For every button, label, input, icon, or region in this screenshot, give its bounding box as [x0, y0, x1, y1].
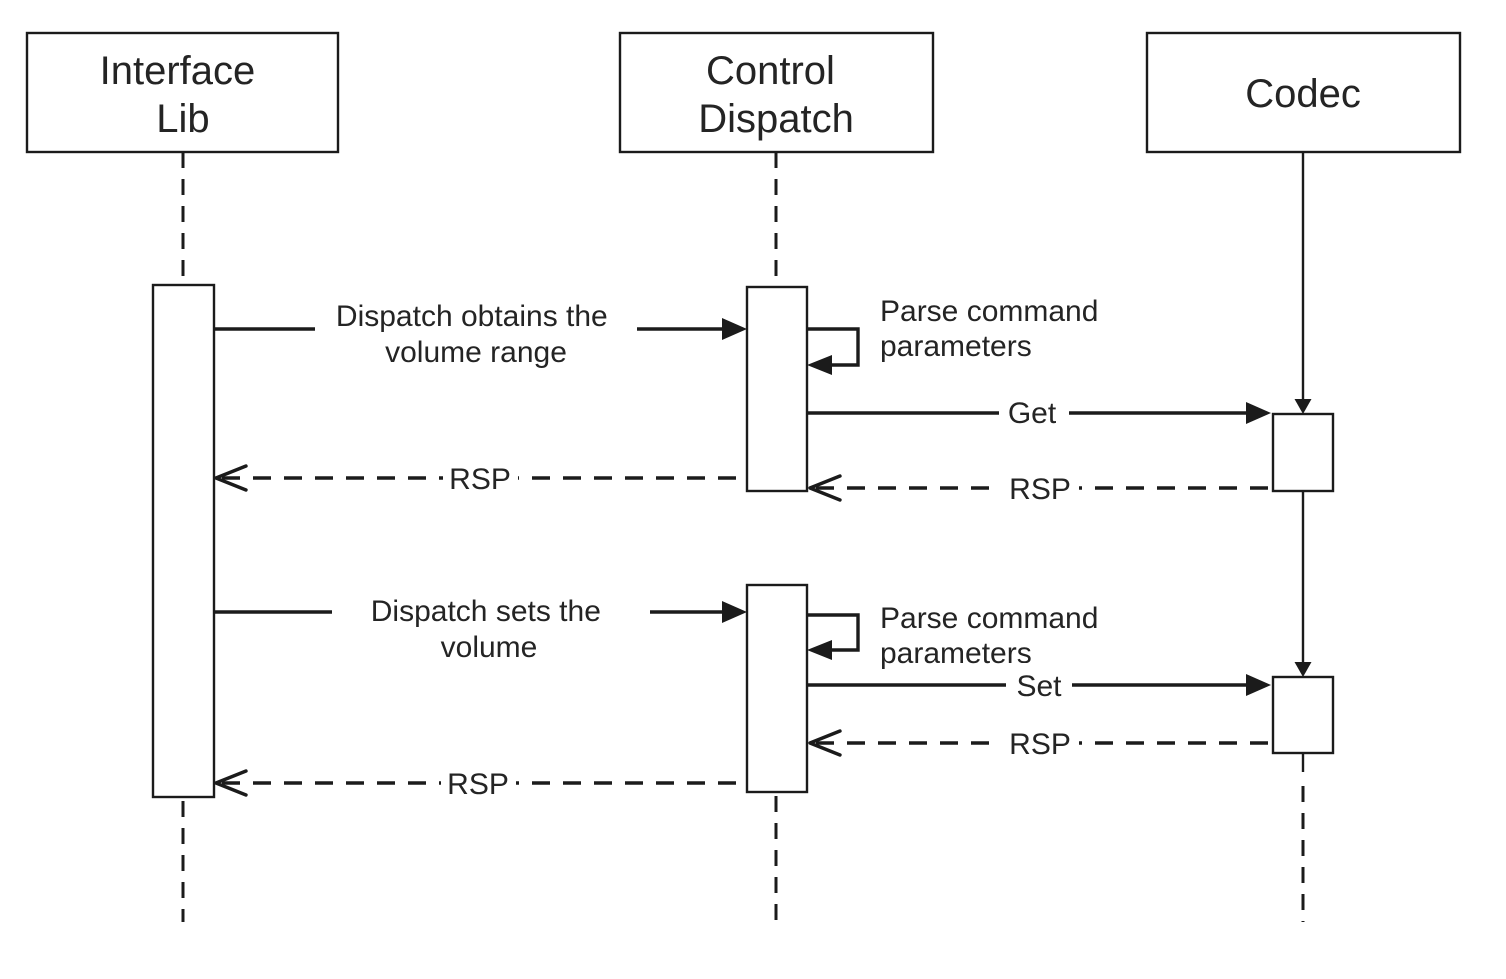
- message-label-rsp-get-lib: RSP: [449, 463, 511, 496]
- message-label-parse-command-2: Parse command parameters: [880, 602, 1107, 670]
- actor-label-control-dispatch-line2: Dispatch: [698, 97, 854, 141]
- message-arrowhead-set-volume: [722, 601, 747, 623]
- message-label-parse-command-1: Parse command parameters: [880, 295, 1107, 363]
- message-set-volume: Dispatch sets the volume: [214, 588, 747, 666]
- message-label-get: Get: [1008, 397, 1057, 430]
- label-mask-get-volume-range: [315, 294, 637, 370]
- actor-codec: Codec: [1145, 31, 1462, 154]
- label-mask-rsp-set-lib: [441, 765, 516, 801]
- activation-codec-2: [1271, 675, 1335, 755]
- actor-control-dispatch: Control Dispatch: [618, 31, 935, 154]
- message-label-get-volume-range-line1: Dispatch obtains the: [336, 300, 608, 333]
- actor-box-interface-lib: [25, 31, 340, 154]
- actor-label-codec: Codec: [1245, 72, 1361, 116]
- activation-codec-1: [1271, 412, 1335, 493]
- message-label-set: Set: [1016, 670, 1062, 703]
- message-label-set-volume-line2: volume: [441, 631, 538, 664]
- message-arrowhead-rsp-get-codec: [808, 474, 842, 502]
- actor-label-interface-lib: Interface Lib: [100, 49, 267, 141]
- message-arrowhead-set: [1246, 674, 1271, 696]
- actor-label-control-dispatch: Control Dispatch: [698, 49, 854, 141]
- message-get-volume-range: Dispatch obtains the volume range: [214, 294, 747, 370]
- message-rsp-set-codec: RSP: [808, 725, 1273, 761]
- message-label-parse-command-1-line2: parameters: [880, 330, 1032, 363]
- message-label-parse-command-1-line1: Parse command: [880, 295, 1098, 328]
- codec-lifeline-down-arrowhead-2: [1294, 662, 1312, 677]
- message-label-get-volume-range-line2: volume range: [385, 336, 567, 369]
- codec-lifeline-down-arrowhead-1: [1294, 399, 1312, 414]
- activation-control-dispatch-2: [745, 583, 809, 794]
- message-arrowhead-rsp-get-lib: [214, 464, 248, 492]
- message-arrowhead-get-volume-range: [722, 318, 747, 340]
- activations: [151, 283, 1335, 799]
- message-label-set-volume: Dispatch sets the volume: [371, 595, 609, 664]
- lifelines: [181, 152, 1312, 922]
- message-label-rsp-set-lib: RSP: [447, 768, 509, 801]
- label-mask-rsp-get-lib: [443, 460, 518, 496]
- self-loop-line-parse-command-2: [807, 613, 860, 652]
- label-mask-rsp-set-codec: [1001, 725, 1079, 761]
- actor-label-interface-lib-line2: Lib: [156, 97, 209, 141]
- message-get: Get: [807, 391, 1271, 433]
- label-mask-get: [999, 391, 1069, 433]
- label-mask-rsp-get-codec: [1001, 470, 1079, 506]
- actor-label-interface-lib-line1: Interface: [100, 49, 256, 93]
- self-loop-line-parse-command-1: [807, 327, 860, 367]
- message-label-set-volume-line1: Dispatch sets the: [371, 595, 601, 628]
- label-mask-set: [1006, 663, 1072, 705]
- message-arrowhead-rsp-set-lib: [214, 769, 248, 797]
- actor-box-control-dispatch: [618, 31, 935, 154]
- message-set: Set: [807, 663, 1271, 705]
- message-rsp-set-lib: RSP: [214, 765, 747, 801]
- message-rsp-get-codec: RSP: [808, 470, 1273, 506]
- message-label-get-volume-range: Dispatch obtains the volume range: [336, 300, 616, 369]
- message-parse-command-2: Parse command parameters: [807, 602, 1107, 670]
- message-rsp-get-lib: RSP: [214, 460, 747, 496]
- message-label-rsp-set-codec: RSP: [1009, 728, 1071, 761]
- message-parse-command-1: Parse command parameters: [807, 295, 1107, 375]
- activation-control-dispatch-1: [745, 285, 809, 493]
- message-label-rsp-get-codec: RSP: [1009, 473, 1071, 506]
- message-label-parse-command-2-line1: Parse command: [880, 602, 1098, 635]
- actor-box-codec: [1145, 31, 1462, 154]
- actor-label-control-dispatch-line1: Control: [706, 49, 835, 93]
- message-arrowhead-rsp-set-codec: [808, 729, 842, 757]
- label-mask-set-volume: [332, 588, 650, 666]
- activation-interface-lib: [151, 283, 216, 799]
- actor-interface-lib: Interface Lib: [25, 31, 340, 154]
- message-arrowhead-get: [1246, 402, 1271, 424]
- self-loop-arrowhead-parse-command-1: [807, 355, 832, 375]
- self-loop-arrowhead-parse-command-2: [807, 640, 832, 660]
